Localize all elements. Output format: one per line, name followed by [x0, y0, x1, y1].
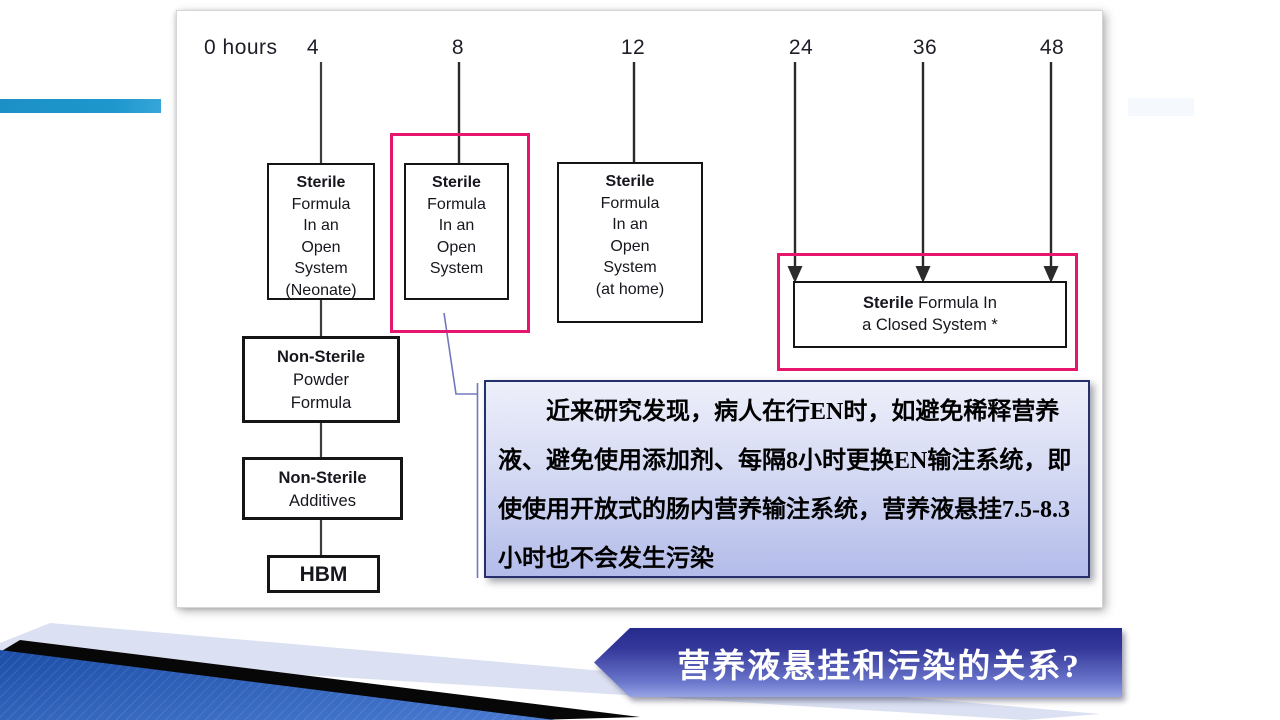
timeline-tick-12: 12	[620, 36, 646, 59]
timeline-tick-24: 24	[788, 36, 814, 59]
box-line: In an	[438, 217, 475, 234]
box-line: Powder	[293, 371, 349, 389]
pink-highlight-open-8h	[390, 133, 530, 333]
timeline-tick-36: 36	[912, 36, 938, 59]
box-line: System	[429, 260, 484, 277]
title-banner-shape: 营养液悬挂和污染的关系?	[594, 628, 1122, 697]
box-sterile-open-8h: Sterile Formula In an Open System	[404, 163, 509, 300]
title-banner: 营养液悬挂和污染的关系?	[594, 628, 1122, 697]
box-line: Additives	[289, 492, 356, 510]
box-sterile-closed: Sterile Formula In a Closed System *	[793, 281, 1067, 348]
box-line: (at home)	[595, 280, 665, 298]
box-line: System	[603, 259, 657, 276]
box-line: In an	[303, 217, 339, 234]
box-nonsterile-additives: Non-Sterile Additives	[242, 457, 403, 520]
box-title: Sterile	[432, 174, 481, 191]
blue-wedge-texture	[0, 650, 555, 720]
box-line: Formula	[427, 195, 486, 213]
box-line-rest: Formula In	[913, 294, 997, 312]
title-banner-text: 营养液悬挂和污染的关系?	[677, 648, 1081, 685]
box-title: Sterile	[863, 294, 914, 312]
box-line: Formula	[290, 394, 352, 412]
box-title: Non-Sterile	[278, 469, 367, 487]
box-title: Non-Sterile	[276, 348, 365, 366]
box-line: (Neonate)	[285, 281, 357, 299]
annotation-note-box: 近来研究发现，病人在行EN时，如避免稀释营养液、避免使用添加剂、每隔8小时更换E…	[484, 380, 1090, 578]
left-accent-bar	[0, 99, 161, 113]
box-line: Formula	[291, 195, 351, 213]
box-title: Sterile	[296, 174, 346, 191]
box-title: HBM	[299, 563, 348, 586]
box-sterile-open-home: Sterile Formula In an Open System (at ho…	[557, 162, 703, 323]
timeline-tick-8: 8	[451, 36, 465, 59]
timeline-tick-48: 48	[1039, 36, 1065, 59]
box-line: Open	[610, 237, 650, 255]
box-line: Formula	[600, 194, 660, 212]
top-right-faint-band	[1128, 98, 1194, 116]
box-nonsterile-powder: Non-Sterile Powder Formula	[242, 336, 400, 423]
box-line: System	[294, 260, 348, 277]
box-hbm: HBM	[267, 555, 380, 593]
box-line: Open	[301, 238, 341, 256]
pink-highlight-closed-system	[777, 253, 1078, 371]
box-line: Open	[436, 238, 477, 256]
annotation-note-text: 近来研究发现，病人在行EN时，如避免稀释营养液、避免使用添加剂、每隔8小时更换E…	[498, 399, 1072, 572]
box-line: a Closed System *	[862, 315, 998, 334]
box-line: In an	[612, 216, 648, 233]
box-sterile-open-neonate: Sterile Formula In an Open System (Neona…	[267, 163, 375, 300]
black-stripe-shape	[0, 640, 640, 720]
box-title: Sterile	[605, 173, 655, 190]
blue-wedge-shape	[0, 650, 555, 720]
timeline-origin-label: 0 hours	[204, 36, 278, 59]
timeline-tick-4: 4	[306, 36, 320, 59]
box-line: Sterile Formula In	[795, 293, 1065, 315]
